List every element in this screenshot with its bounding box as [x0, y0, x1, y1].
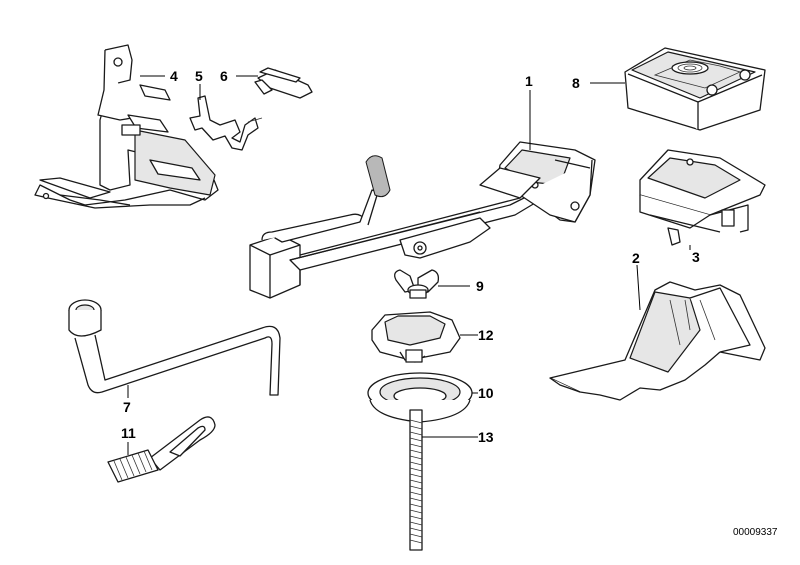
callout-labels: 1 2 3 4 5 6 7 8 9 10 11 12 13: [121, 68, 700, 445]
part-6-spring-clip: [254, 67, 313, 99]
part-4-bracket: [34, 44, 219, 209]
part-9-wing-nut: [394, 269, 440, 299]
part-11-towing-eye: [107, 416, 216, 483]
callout-9: 9: [476, 278, 484, 294]
part-3-holder: [639, 149, 766, 246]
part-10-washer: [367, 372, 473, 423]
callout-8: 8: [572, 75, 580, 91]
diagram-code: 00009337: [733, 527, 778, 538]
part-5-clip: [189, 95, 263, 151]
callout-3: 3: [692, 249, 700, 265]
callout-7: 7: [123, 399, 131, 415]
part-13-bolt: [409, 409, 423, 551]
part-7-wheel-brace: [68, 299, 281, 396]
part-1-jack: [249, 141, 596, 299]
callout-10: 10: [478, 385, 494, 401]
callout-13: 13: [478, 429, 494, 445]
part-2-wheel-chock: [549, 281, 766, 401]
callout-11: 11: [121, 425, 136, 441]
callout-4: 4: [170, 68, 178, 84]
callout-5: 5: [195, 68, 203, 84]
callout-1: 1: [525, 73, 533, 89]
callout-12: 12: [478, 327, 494, 343]
callout-2: 2: [632, 250, 640, 266]
leader-lines: [127, 75, 691, 455]
part-12-spacer: [371, 311, 461, 363]
part-8-toolbox: [624, 47, 766, 131]
callout-6: 6: [220, 68, 228, 84]
